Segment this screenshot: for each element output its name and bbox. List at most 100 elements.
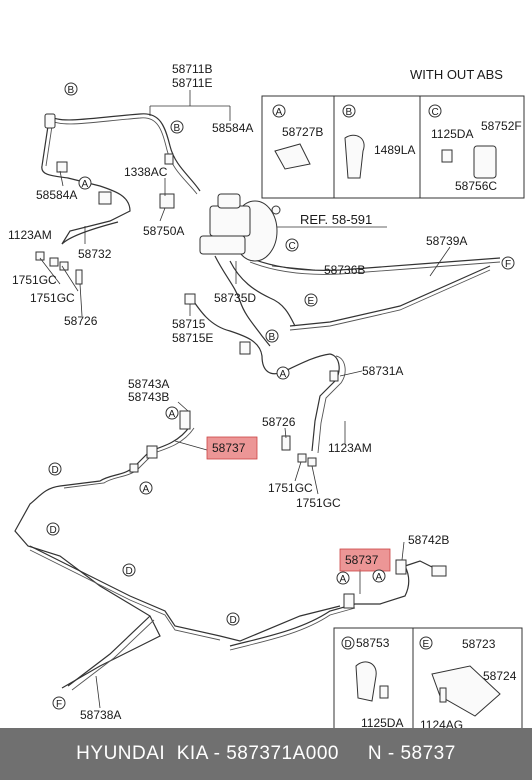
label-58724: 58724 — [483, 669, 517, 683]
highlight-label-lower: 58737 — [345, 553, 379, 567]
callout-B-box: B — [342, 104, 356, 118]
label-58738A: 58738A — [80, 708, 121, 722]
clamp-part-icon — [344, 134, 365, 179]
svg-text:A: A — [143, 484, 150, 495]
callout-C-mid: C — [285, 238, 299, 252]
label-58584A-left: 58584A — [36, 188, 77, 202]
master-cylinder — [199, 193, 281, 262]
label-1123AM-left: 1123AM — [8, 228, 52, 242]
label-1751GC-b: 1751GC — [30, 291, 75, 305]
callout-B-top: B — [64, 82, 78, 96]
footer-part-number: HYUNDAI KIA - 587371A000 N - 58737 — [76, 743, 456, 764]
part-labels: 58711B 58711E 58584A 1338AC 58584A 1123A… — [8, 62, 467, 722]
label-1489LA: 1489LA — [374, 143, 415, 157]
bracket-lower-icon — [431, 665, 501, 717]
svg-text:F: F — [56, 699, 62, 710]
label-1751GC-d: 1751GC — [296, 496, 341, 510]
label-58726-mid: 58726 — [262, 415, 296, 429]
svg-text:A: A — [169, 409, 176, 420]
label-58750A: 58750A — [143, 224, 184, 238]
highlight-upper: 58737 — [206, 436, 258, 460]
label-58739A: 58739A — [426, 234, 467, 248]
callout-B-lower: B — [265, 329, 279, 343]
detail-box-bottom: D E 58753 1125DA 58723 58724 1124AG — [333, 627, 523, 739]
highlight-label-upper: 58737 — [212, 441, 246, 455]
svg-text:D: D — [126, 566, 133, 577]
label-1338AC: 1338AC — [124, 165, 168, 179]
footer-bar: HYUNDAI KIA - 587371A000 N - 58737 — [0, 728, 532, 780]
label-1751GC-a: 1751GC — [12, 273, 57, 287]
highlight-box-upper — [206, 436, 258, 460]
svg-text:F: F — [505, 259, 511, 270]
callout-E-mid: E — [304, 293, 318, 307]
bolt-e-icon — [439, 687, 447, 703]
clip-part-icon — [274, 143, 311, 170]
svg-text:A: A — [276, 107, 283, 118]
label-58736B: 58736B — [324, 263, 365, 277]
leader-lines — [39, 90, 451, 709]
label-1125DA-box: 1125DA — [431, 127, 473, 141]
svg-text:D: D — [230, 615, 237, 626]
label-58756C: 58756C — [455, 179, 497, 193]
label-58743A: 58743A — [128, 377, 169, 391]
label-1751GC-c: 1751GC — [268, 481, 313, 495]
callout-D-4: D — [226, 612, 240, 626]
callout-A-low: A — [139, 481, 153, 495]
callout-C-box: C — [428, 104, 442, 118]
svg-text:D: D — [345, 639, 352, 650]
callout-F-left: F — [52, 696, 66, 710]
small-parts — [35, 113, 447, 609]
callout-A-lower1: A — [336, 571, 350, 585]
clamp-lower-icon — [355, 661, 377, 702]
callout-A-lower2: A — [372, 569, 386, 583]
svg-text:C: C — [289, 241, 296, 252]
label-58711E: 58711E — [172, 76, 212, 90]
label-1123AM-mid: 1123AM — [328, 441, 372, 455]
callout-A-upper: A — [165, 406, 179, 420]
svg-text:A: A — [280, 369, 287, 380]
svg-text:A: A — [376, 572, 383, 583]
callout-A-box: A — [272, 104, 286, 118]
callout-F-right: F — [501, 256, 515, 270]
callout-A-left: A — [78, 176, 92, 190]
highlight-box-lower — [339, 548, 391, 572]
callout-markers: B B A C E F B A A A D D D D A A F — [46, 82, 515, 710]
bracket-icon — [473, 145, 497, 179]
label-58753: 58753 — [356, 636, 390, 650]
detail-box-top: A B C 58727B 1489LA 1125DA 58752F 58756C — [261, 95, 525, 199]
callout-D-2: D — [46, 522, 60, 536]
label-58584A-top: 58584A — [212, 121, 253, 135]
svg-text:C: C — [432, 107, 439, 118]
label-58727B: 58727B — [282, 125, 323, 139]
highlight-lower: 58737 — [339, 548, 391, 572]
label-58715E: 58715E — [172, 331, 213, 345]
label-58723: 58723 — [462, 637, 496, 651]
callout-A-mid: A — [276, 366, 290, 380]
svg-text:A: A — [82, 179, 89, 190]
svg-text:E: E — [423, 639, 430, 650]
brake-pipes — [14, 113, 501, 691]
bolt-lower-icon — [379, 685, 389, 699]
label-58742B: 58742B — [408, 533, 449, 547]
callout-D-1: D — [48, 462, 62, 476]
header-note: WITH OUT ABS — [410, 67, 503, 82]
label-58732: 58732 — [78, 247, 112, 261]
svg-text:A: A — [340, 574, 347, 585]
callout-B-mid: B — [170, 120, 184, 134]
svg-text:E: E — [308, 296, 315, 307]
label-58735D: 58735D — [214, 291, 256, 305]
label-1125DA-lower: 1125DA — [361, 716, 403, 730]
label-58731A: 58731A — [362, 364, 403, 378]
label-58715: 58715 — [172, 317, 206, 331]
svg-text:B: B — [174, 123, 181, 134]
label-58743B: 58743B — [128, 390, 169, 404]
svg-text:B: B — [269, 332, 276, 343]
svg-text:B: B — [346, 107, 353, 118]
label-58726-left: 58726 — [64, 314, 98, 328]
svg-text:D: D — [50, 525, 57, 536]
callout-D-3: D — [122, 563, 136, 577]
ref-label: REF. 58-591 — [300, 212, 372, 227]
label-58752F: 58752F — [481, 119, 522, 133]
label-58711B: 58711B — [172, 62, 212, 76]
